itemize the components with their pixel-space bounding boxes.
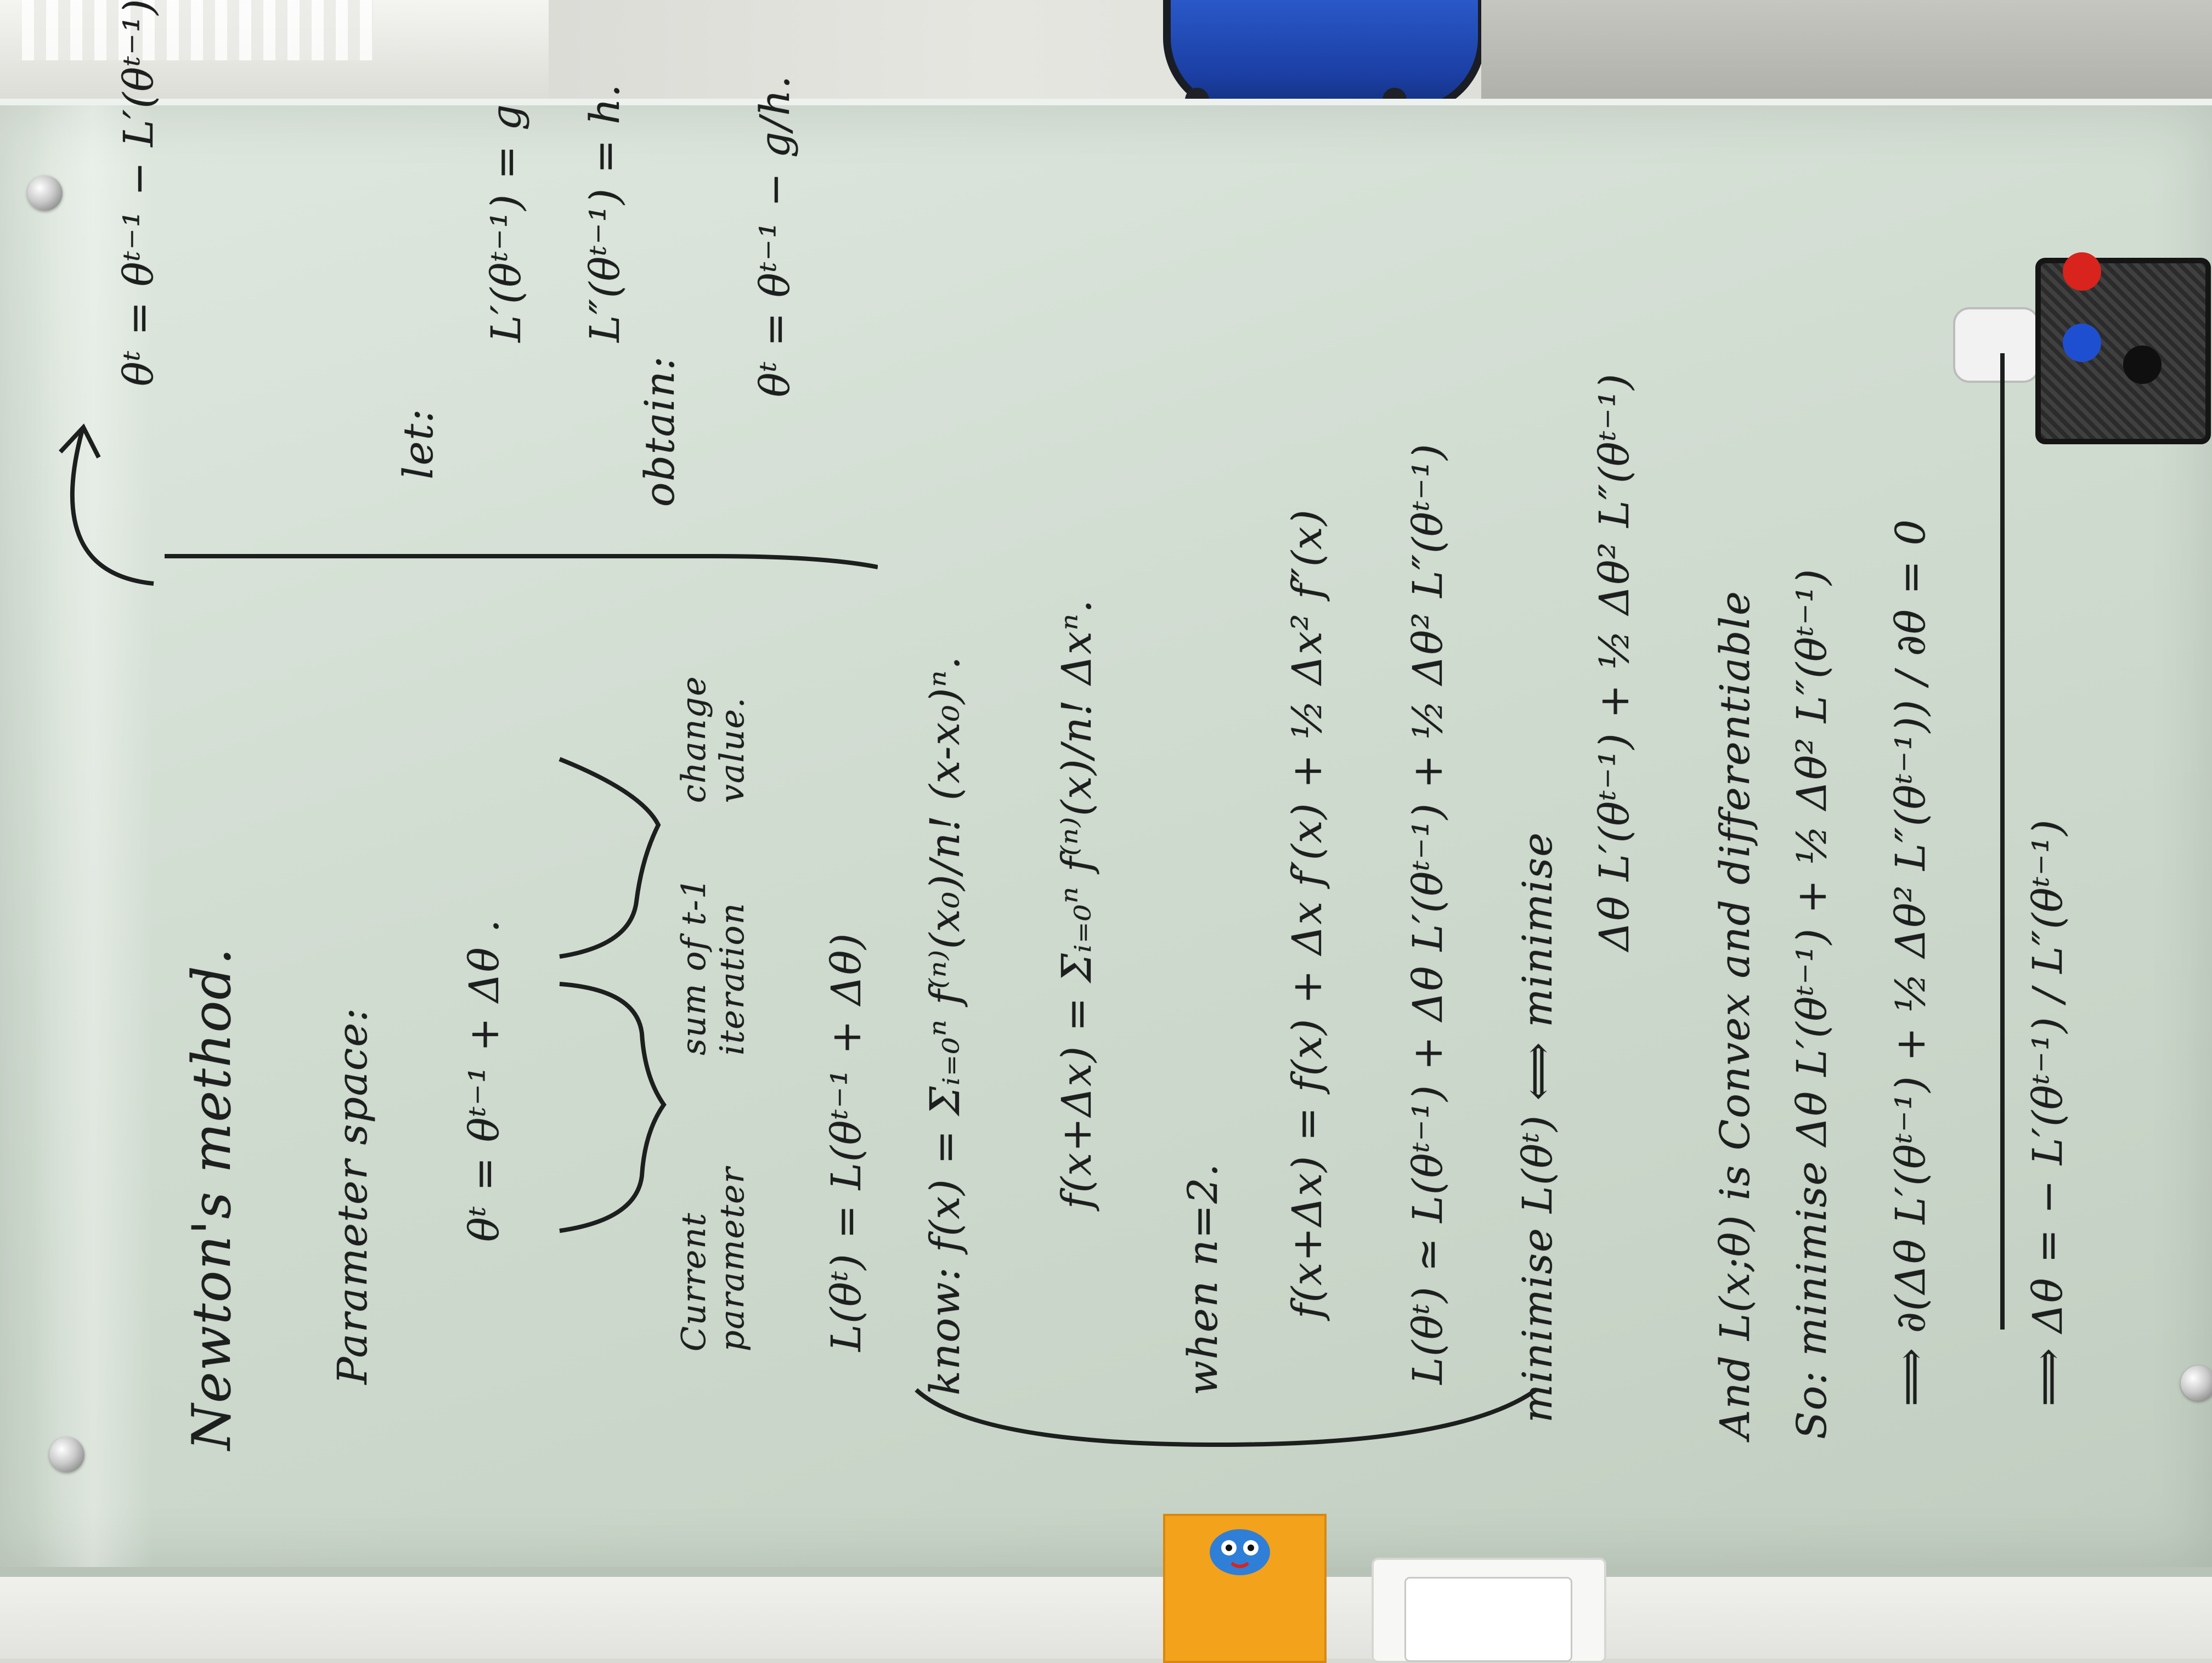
board-line: f(x+Δx) = f(x) + Δx f′(x) + ½ Δx² f″(x) — [1284, 508, 1331, 1319]
board-standoff — [27, 176, 63, 211]
board-line: let: — [395, 408, 442, 479]
black-marker-cap — [2123, 346, 2162, 384]
board-line: f(x+Δx) = Σᵢ₌₀ⁿ f⁽ⁿ⁾(x)/n! Δxⁿ. — [1053, 598, 1101, 1209]
board-line: when n=2. — [1180, 1162, 1227, 1395]
board-line: sum of t-1 iteration — [675, 876, 752, 1055]
board-line: L″(θᵗ⁻¹) = h. — [582, 83, 629, 342]
board-line: L(θᵗ) = L(θᵗ⁻¹ + Δθ) — [823, 932, 870, 1351]
brace-mark — [558, 757, 667, 1233]
glass-whiteboard — [0, 99, 2212, 1577]
board-line: And L(x;θ) is Convex and differentiable — [1712, 590, 1759, 1439]
red-marker-cap — [2063, 252, 2101, 291]
blue-marker-cap — [2063, 324, 2101, 362]
board-line: ⟹ ∂(Δθ L′(θᵗ⁻¹) + ½ Δθ² L″(θᵗ⁻¹)) / ∂θ =… — [1887, 518, 1934, 1406]
board-line: minimise L(θᵗ) ⟺ minimise — [1514, 832, 1561, 1423]
board-line: So: minimise Δθ L′(θᵗ⁻¹) + ½ Δθ² L″(θᵗ⁻¹… — [1788, 568, 1836, 1439]
board-line: θᵗ = θᵗ⁻¹ + Δθ . — [461, 918, 508, 1242]
board-line: θᵗ = θᵗ⁻¹ − g/h. — [752, 75, 799, 397]
board-line: Δθ L′(θᵗ⁻¹) + ½ Δθ² L″(θᵗ⁻¹) — [1591, 372, 1638, 951]
board-line: Current parameter — [675, 1166, 752, 1351]
arrow-mark — [59, 423, 154, 586]
board-line: obtain: — [636, 355, 684, 507]
bracket-mark — [915, 1388, 1538, 1447]
window-light — [22, 0, 373, 60]
mascot-icon — [1210, 1529, 1270, 1575]
marker-clip — [1953, 307, 2040, 383]
board-line: Parameter space: — [329, 1006, 376, 1384]
divider-mark — [165, 554, 878, 569]
board-line: know: f(x) = Σᵢ₌₀ⁿ f⁽ⁿ⁾(x₀)/n! (x-x₀)ⁿ. — [922, 655, 969, 1395]
board-line: L(θᵗ) ≃ L(θᵗ⁻¹) + Δθ L′(θᵗ⁻¹) + ½ Δθ² L″… — [1404, 443, 1452, 1384]
board-line: θᵗ = θᵗ⁻¹ − L′(θᵗ⁻¹) / L″(θᵗ⁻¹) — [115, 0, 162, 386]
board-reflection — [33, 105, 154, 1567]
light-switch — [1404, 1577, 1572, 1662]
board-standoff — [49, 1437, 84, 1472]
board-line: change value. — [675, 675, 752, 803]
fraction-bar — [2000, 353, 2005, 1330]
board-line: ⟹ Δθ = − L′(θᵗ⁻¹) / L″(θᵗ⁻¹) — [2024, 818, 2072, 1406]
board-title: Newton's method. — [181, 947, 242, 1450]
marker-holder — [2035, 252, 2211, 444]
board-standoff — [2181, 1366, 2212, 1401]
board-line: L′(θᵗ⁻¹) = g — [483, 103, 530, 342]
